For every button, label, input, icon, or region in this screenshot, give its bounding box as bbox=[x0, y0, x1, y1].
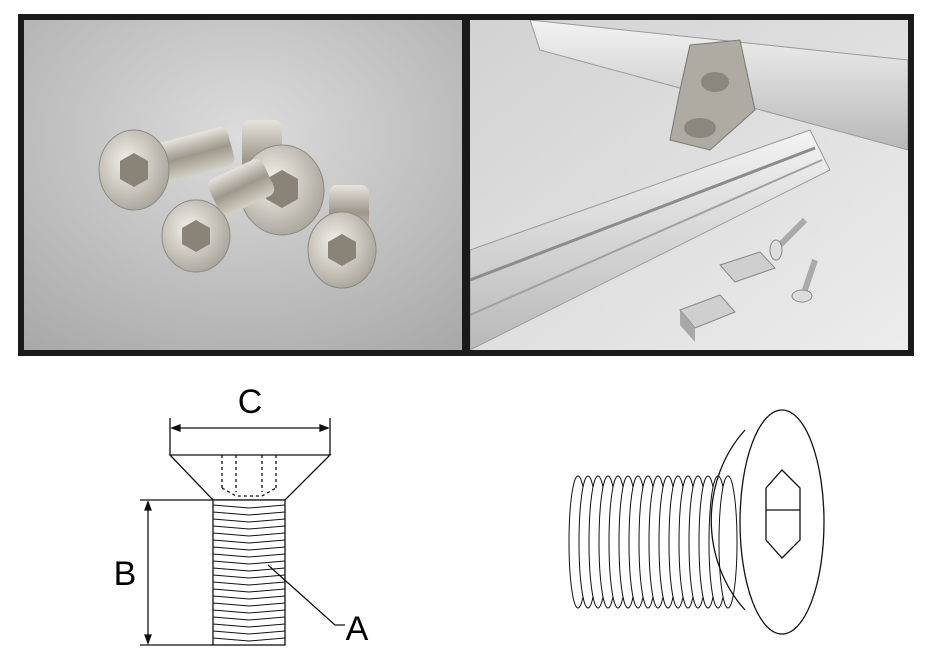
screw bbox=[98, 127, 235, 211]
screw bbox=[307, 185, 377, 289]
thread-line bbox=[212, 588, 286, 593]
thread-line bbox=[212, 504, 286, 509]
thread-line bbox=[212, 525, 286, 530]
isometric-screw bbox=[568, 409, 825, 635]
thread-line bbox=[212, 560, 286, 565]
thread-line bbox=[212, 623, 286, 628]
thread-line bbox=[212, 532, 286, 537]
corner-bracket bbox=[669, 39, 756, 151]
thread-line bbox=[212, 574, 286, 579]
thread-line bbox=[212, 630, 286, 635]
technical-drawing: C B A bbox=[114, 383, 825, 648]
thread-line bbox=[212, 518, 286, 523]
thread-line bbox=[212, 595, 286, 600]
thread-line bbox=[212, 511, 286, 516]
t-nut bbox=[679, 251, 776, 342]
thread-line bbox=[212, 539, 286, 544]
thread-line bbox=[212, 637, 286, 642]
thread-line bbox=[212, 546, 286, 551]
screw bbox=[161, 159, 275, 273]
bracket-photo bbox=[470, 20, 908, 350]
thread-line bbox=[212, 553, 286, 558]
label-a: A bbox=[346, 610, 369, 648]
small-screw bbox=[769, 217, 818, 303]
label-c: C bbox=[238, 383, 263, 421]
screws-photo bbox=[24, 20, 462, 350]
thread-line bbox=[212, 609, 286, 614]
photo-frame bbox=[18, 14, 914, 356]
thread-line bbox=[212, 581, 286, 586]
thread-ring bbox=[718, 475, 738, 609]
label-b: B bbox=[114, 555, 137, 593]
thread-line bbox=[212, 602, 286, 607]
thread-line bbox=[212, 616, 286, 621]
